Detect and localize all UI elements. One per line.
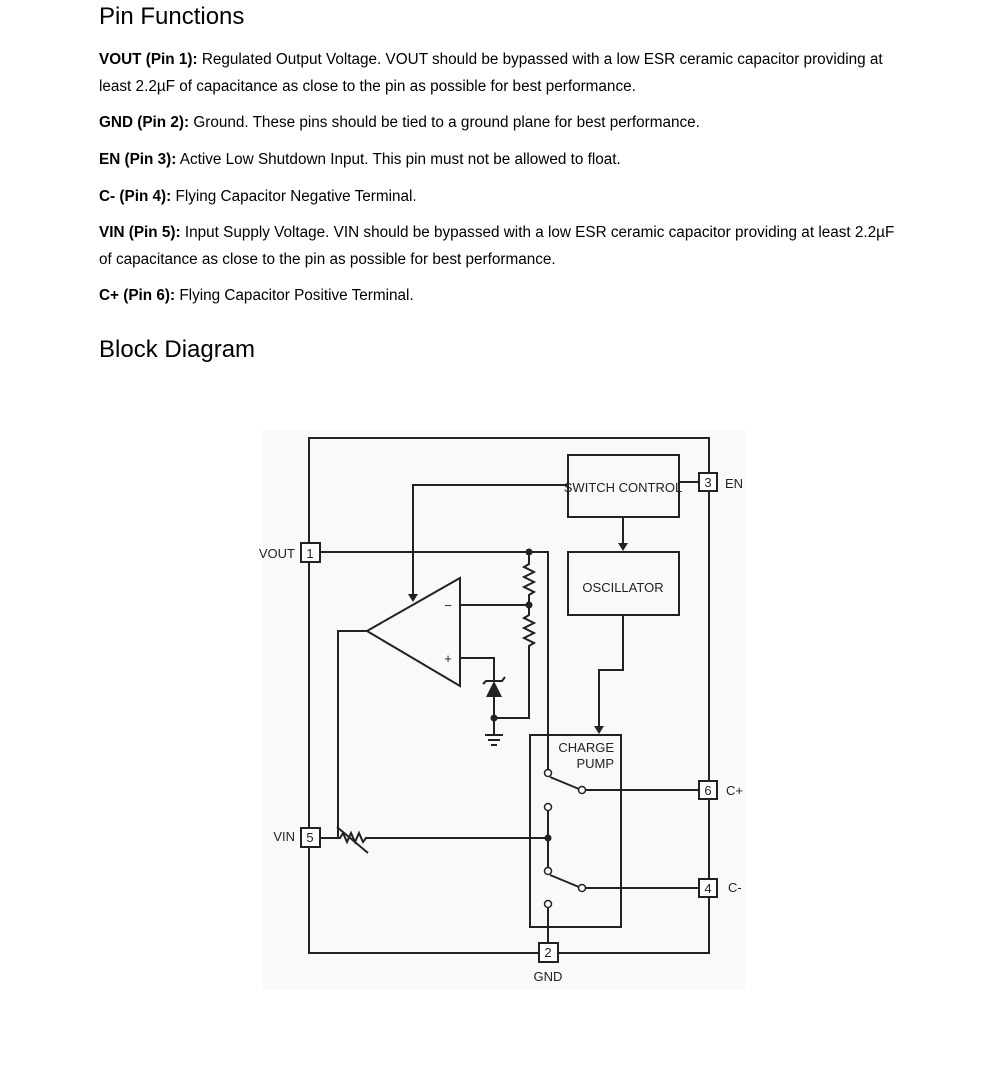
opamp-plus: + bbox=[444, 651, 452, 666]
opamp-icon bbox=[365, 576, 461, 688]
pin-6-label: C+ bbox=[726, 783, 743, 798]
switch-contact bbox=[543, 899, 553, 909]
pin-text: Flying Capacitor Negative Terminal. bbox=[175, 188, 417, 205]
pin-1-number: 1 bbox=[306, 546, 313, 561]
switch-arm bbox=[549, 776, 699, 791]
oscillator-label: OSCILLATOR bbox=[582, 580, 663, 595]
variable-arrow bbox=[336, 826, 369, 854]
pin-name: C- (Pin 4): bbox=[99, 188, 172, 205]
pin-6-number: 6 bbox=[704, 783, 711, 798]
switch-contact bbox=[543, 866, 553, 876]
pin-text: Regulated Output Voltage. VOUT should be… bbox=[99, 51, 883, 95]
charge-pump-block bbox=[529, 734, 622, 928]
arrow-icon bbox=[408, 594, 418, 602]
charge-pump-label: CHARGE bbox=[558, 740, 614, 755]
diagram-background bbox=[263, 430, 745, 990]
switch-arm bbox=[549, 874, 699, 889]
pin-3-box bbox=[698, 472, 718, 492]
junction-dot bbox=[490, 714, 498, 722]
block-diagram-heading: Block Diagram bbox=[99, 336, 256, 363]
pin-5-box bbox=[300, 827, 321, 848]
vout-wire bbox=[320, 551, 549, 770]
pin-desc-en: EN (Pin 3): Active Low Shutdown Input. T… bbox=[99, 146, 909, 173]
arrow-icon bbox=[618, 543, 628, 551]
resistor-icon bbox=[494, 552, 537, 719]
pin-2-box bbox=[538, 942, 559, 963]
pin-functions-heading: Pin Functions bbox=[99, 3, 245, 30]
pin-name: GND (Pin 2): bbox=[99, 114, 190, 131]
outer-ic-boundary bbox=[308, 437, 710, 954]
zener-bar bbox=[482, 676, 506, 685]
pin-6-box bbox=[698, 780, 718, 800]
opamp-minus: − bbox=[444, 598, 452, 613]
pin-desc-cminus: C- (Pin 4): Flying Capacitor Negative Te… bbox=[99, 183, 909, 210]
pin-2-number: 2 bbox=[544, 945, 551, 960]
control-to-opamp-wire bbox=[412, 484, 568, 598]
switch-contact bbox=[543, 768, 553, 778]
pin-desc-gnd: GND (Pin 2): Ground. These pins should b… bbox=[99, 109, 909, 136]
osc-to-pump-wire bbox=[598, 615, 624, 727]
switch-contact bbox=[543, 802, 553, 812]
pin-3-label: EN bbox=[725, 476, 743, 491]
pin-name: VOUT (Pin 1): bbox=[99, 51, 198, 68]
vin-wire bbox=[320, 830, 548, 845]
zener-diode-icon bbox=[486, 681, 502, 697]
pin-desc-vout: VOUT (Pin 1): Regulated Output Voltage. … bbox=[99, 46, 909, 100]
pin-4-box bbox=[698, 878, 718, 898]
pin-1-box bbox=[300, 542, 321, 563]
opamp-output-wire bbox=[337, 630, 367, 838]
pin-text: Ground. These pins should be tied to a g… bbox=[193, 114, 700, 131]
pin-1-label: VOUT bbox=[259, 546, 295, 561]
pin-text: Flying Capacitor Positive Terminal. bbox=[179, 287, 414, 304]
pin-text: Input Supply Voltage. VIN should be bypa… bbox=[99, 224, 895, 268]
pin-desc-vin: VIN (Pin 5): Input Supply Voltage. VIN s… bbox=[99, 219, 909, 273]
switch-contact bbox=[577, 883, 587, 893]
pin-name: VIN (Pin 5): bbox=[99, 224, 181, 241]
switch-contact bbox=[577, 785, 587, 795]
ground-icon bbox=[485, 734, 503, 746]
pin-name: C+ (Pin 6): bbox=[99, 287, 176, 304]
charge-pump-label: PUMP bbox=[576, 756, 614, 771]
arrow-icon bbox=[594, 726, 604, 734]
pin-2-label: GND bbox=[534, 969, 563, 984]
pin-5-label: VIN bbox=[273, 829, 295, 844]
pin-desc-cplus: C+ (Pin 6): Flying Capacitor Positive Te… bbox=[99, 282, 909, 309]
pin-name: EN (Pin 3): bbox=[99, 151, 177, 168]
pin-4-number: 4 bbox=[704, 881, 711, 896]
switch-control-label: SWITCH CONTROL bbox=[564, 480, 682, 495]
pin-3-number: 3 bbox=[704, 475, 711, 490]
pin-4-label: C- bbox=[728, 880, 742, 895]
pin-5-number: 5 bbox=[306, 830, 313, 845]
pin-text: Active Low Shutdown Input. This pin must… bbox=[179, 151, 621, 168]
